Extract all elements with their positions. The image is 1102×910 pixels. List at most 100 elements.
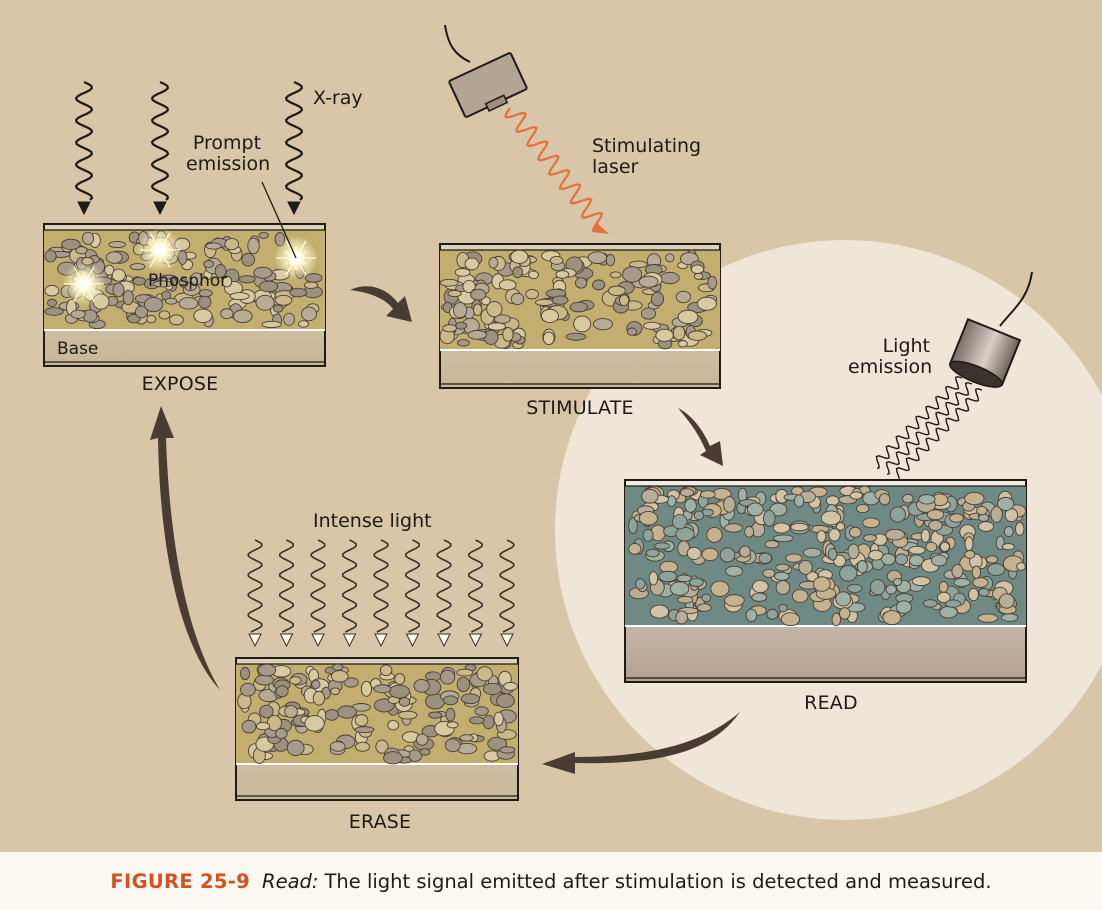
prompt-emission-label-line-1: Prompt xyxy=(192,132,262,154)
phosphor-grain xyxy=(259,704,274,719)
phosphor-grain xyxy=(971,565,982,579)
phosphor-grain xyxy=(607,285,626,296)
phosphor-grain xyxy=(908,554,924,567)
phosphor-grain xyxy=(701,547,719,562)
phosphor-grain xyxy=(976,505,988,516)
phosphor-grain xyxy=(304,715,325,732)
phosphor-grain xyxy=(640,307,657,320)
phosphor-grain xyxy=(104,264,115,276)
phosphor-grain xyxy=(261,320,282,329)
phosphor-grain xyxy=(918,494,936,505)
phosphor-grain xyxy=(510,249,529,264)
phosphor-grain xyxy=(951,564,964,579)
phosphor-grain xyxy=(968,587,979,602)
phosphor-grain xyxy=(419,748,431,756)
phosphor-grain xyxy=(649,604,670,619)
phosphor-grain xyxy=(240,666,251,681)
phosphor-grain xyxy=(835,522,846,531)
intense-light-wave-head xyxy=(468,633,483,648)
phosphor-grain xyxy=(256,722,271,731)
phosphor-grain xyxy=(473,303,483,316)
phosphor-grain xyxy=(455,321,468,330)
phosphor-grain xyxy=(978,513,990,522)
phosphor-grain xyxy=(609,271,622,279)
phosphor-grain xyxy=(467,329,487,340)
phosphor-grain xyxy=(628,543,642,555)
stimulating-laser-label-line-2: laser xyxy=(592,156,639,179)
phosphor-grain xyxy=(75,246,88,255)
light-wave xyxy=(885,381,973,476)
phosphor-grain xyxy=(470,288,487,301)
phosphor-grain xyxy=(47,298,58,307)
phosphor-grain xyxy=(444,738,461,753)
phosphor-grain xyxy=(798,560,813,575)
phosphor-grain xyxy=(502,327,514,342)
phosphor-grain xyxy=(233,309,253,324)
phosphor-grain xyxy=(885,584,897,595)
phosphor-grain xyxy=(178,278,189,288)
light-emission-label-line-2: emission xyxy=(848,356,933,379)
intense-light-wave-head xyxy=(279,633,294,648)
stage-label-read: READ xyxy=(804,692,858,714)
stimulating-laser-label: Stimulating laser xyxy=(592,135,701,179)
phosphor-grain xyxy=(648,571,659,586)
phosphor-grain xyxy=(762,510,776,527)
phosphor-grain xyxy=(488,257,499,269)
phosphor-grain xyxy=(675,526,695,542)
phosphor-grain xyxy=(354,714,369,727)
phosphor-grain xyxy=(785,553,803,563)
phosphor-grain xyxy=(415,733,429,746)
phosphor-grain xyxy=(677,340,688,348)
light-emission-label: Light emission xyxy=(848,335,933,379)
phosphor-grain xyxy=(707,275,718,290)
phosphor-grain xyxy=(398,697,411,707)
phosphor-grain xyxy=(997,496,1015,511)
phosphor-grain xyxy=(44,249,57,263)
phosphor-grain xyxy=(762,568,776,578)
phosphor-grain xyxy=(498,279,517,291)
phosphor-grain xyxy=(61,238,81,250)
phosphor-grain xyxy=(82,231,95,245)
phosphor-grain xyxy=(638,511,658,526)
phosphor-grain xyxy=(254,674,274,686)
phosphor-grain xyxy=(825,495,840,506)
phosphor-grain xyxy=(855,504,870,514)
phosphor-grain xyxy=(911,576,931,587)
stage-label-expose: EXPOSE xyxy=(141,373,219,395)
phosphor-grain xyxy=(701,593,712,603)
phosphor-grain xyxy=(272,304,284,313)
phosphor-grain xyxy=(460,693,481,705)
phosphor-grain xyxy=(193,308,213,323)
phosphor-grain xyxy=(920,528,931,543)
intense-light-wave xyxy=(436,539,452,633)
phosphor-grain xyxy=(428,711,443,719)
phosphor-grain xyxy=(696,603,712,612)
intense-light-wave-head xyxy=(405,633,420,648)
phosphor-label: Phosphor xyxy=(148,271,228,291)
phosphor-grain xyxy=(744,525,755,538)
phosphor-grain xyxy=(766,608,779,620)
phosphor-grain xyxy=(665,253,675,263)
phosphor-grain xyxy=(360,681,373,697)
phosphor-grain xyxy=(383,751,403,765)
phosphor-grain xyxy=(775,580,791,595)
phosphor-grain xyxy=(1000,613,1019,622)
phosphor-grain xyxy=(178,297,199,310)
phosphor-grain xyxy=(628,517,638,535)
caption-lead: Read: xyxy=(262,869,319,893)
intense-light-wave-head xyxy=(311,633,325,648)
phosphor-grain xyxy=(330,670,349,683)
phosphor-grain xyxy=(496,693,515,709)
phosphor-grain xyxy=(379,664,393,677)
prompt-emission-label-line-2: emission xyxy=(186,153,271,176)
phosphor-grain xyxy=(255,294,275,311)
phosphor-grain xyxy=(44,284,60,297)
phosphor-grain xyxy=(111,268,126,282)
phosphor-grain xyxy=(658,570,678,583)
phosphor-grain xyxy=(849,491,863,500)
phosphor-grain xyxy=(892,577,903,587)
phosphor-grain xyxy=(592,318,614,331)
light-wave xyxy=(875,375,963,470)
phosphor-grain xyxy=(936,591,951,604)
phosphor-grain xyxy=(457,339,470,347)
